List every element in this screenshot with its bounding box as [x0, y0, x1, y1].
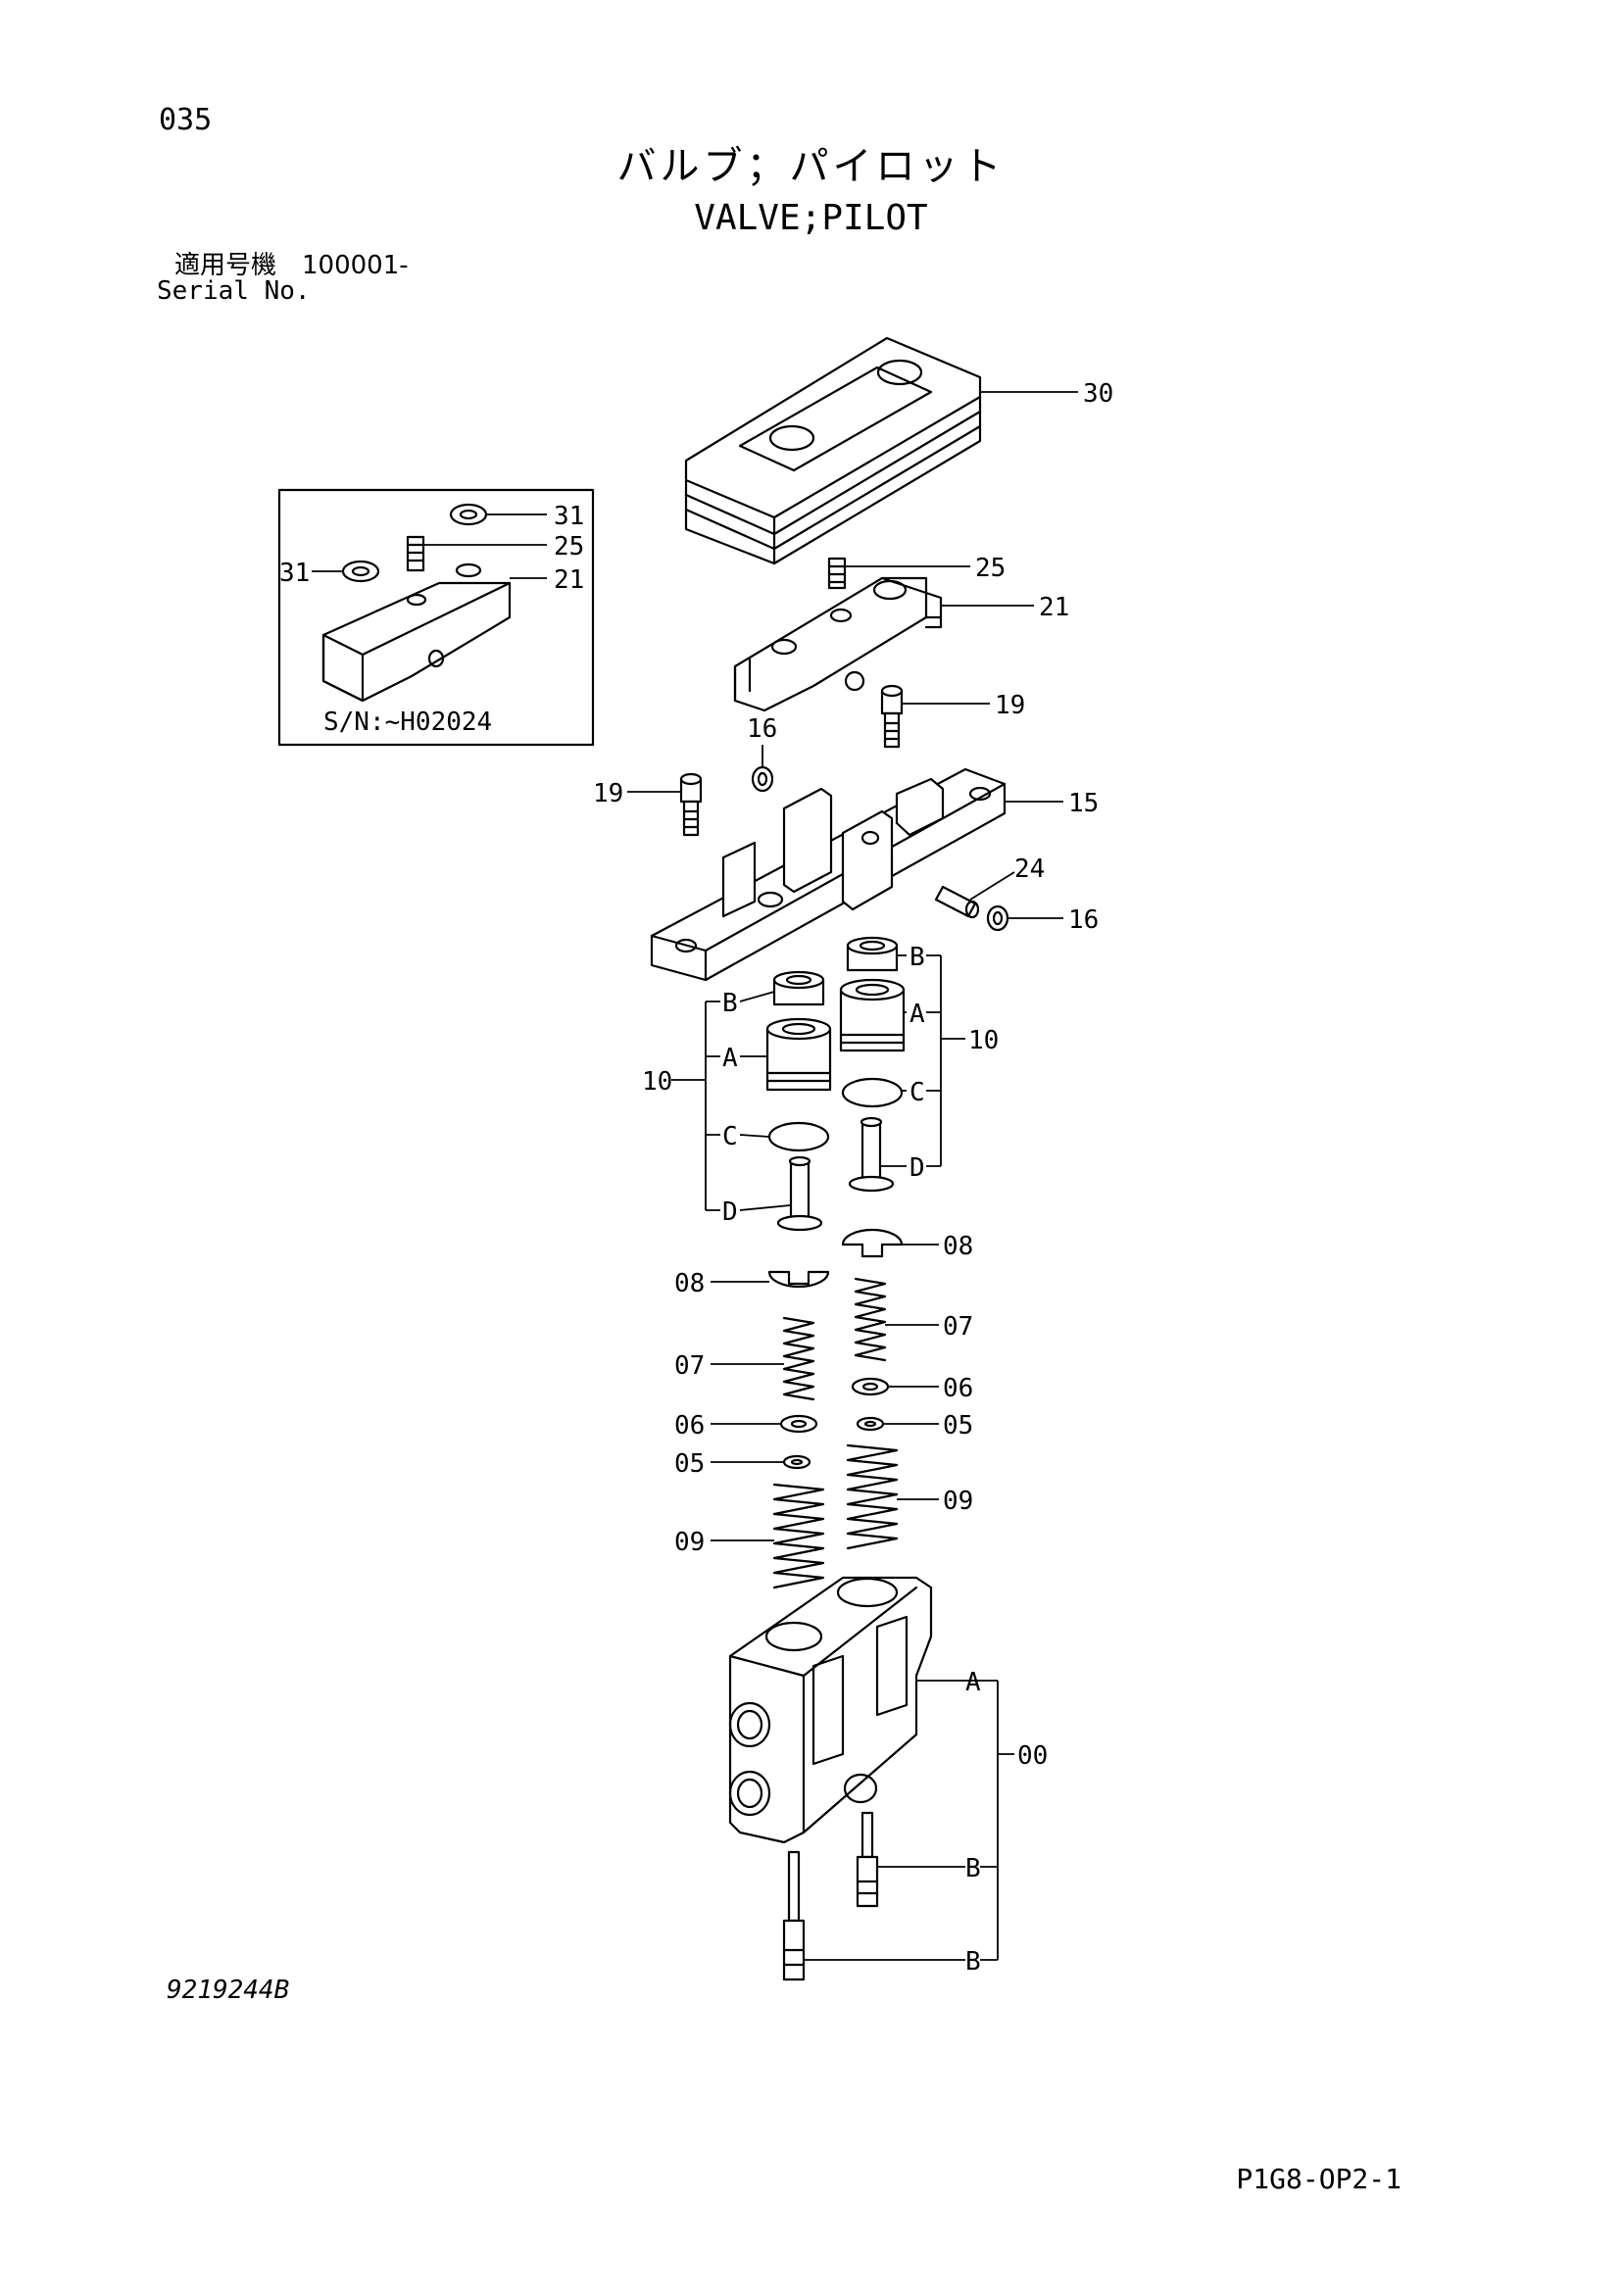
- part-casing: [728, 1576, 1014, 1961]
- callout-09-left: 09: [674, 1528, 705, 1557]
- serial-label-japanese: 適用号機 100001-: [174, 251, 409, 280]
- callout-08-right: 08: [943, 1232, 973, 1261]
- callout-08-left: 08: [674, 1269, 705, 1298]
- part-plug-B-right: [856, 1811, 965, 1908]
- sheet-code: P1G8-OP2-1: [1236, 2163, 1401, 2195]
- callout-10-left: 10: [642, 1067, 672, 1097]
- part-screw-25: [827, 557, 970, 590]
- callout-00: 00: [1017, 1741, 1048, 1771]
- page-title-japanese: バルブ；パイロット: [616, 144, 1006, 189]
- callout-right-A: A: [909, 1000, 925, 1029]
- part-shim-08-right: [841, 1228, 939, 1258]
- callout-left-A: A: [722, 1044, 738, 1073]
- callout-plug-B-1: B: [965, 1854, 981, 1883]
- callout-21: 21: [1039, 593, 1069, 622]
- callout-plug-B-2: B: [965, 1947, 981, 1977]
- callout-05-right: 05: [943, 1411, 973, 1441]
- callout-07-left: 07: [674, 1351, 705, 1381]
- inset-variant-box: 31 25 31 21 S/N:~H02024: [277, 488, 595, 747]
- callout-10-right: 10: [968, 1026, 999, 1055]
- part-washer-06-left: [711, 1414, 818, 1434]
- part-spring-07-left: [711, 1316, 815, 1401]
- callout-15: 15: [1068, 789, 1099, 818]
- inset-callout-31-top: 31: [554, 502, 584, 531]
- callout-07-right: 07: [943, 1312, 973, 1342]
- callout-30: 30: [1083, 379, 1113, 409]
- part-bracket-21: [733, 576, 1034, 712]
- page-number: 035: [159, 103, 213, 137]
- callout-06-left: 06: [674, 1411, 705, 1441]
- callout-16-top: 16: [747, 714, 777, 744]
- callout-25: 25: [975, 554, 1006, 583]
- part-plug-B-left: [782, 1850, 965, 1981]
- callout-19-left: 19: [593, 779, 623, 808]
- callout-left-B: B: [722, 989, 738, 1018]
- part-plate-15: [650, 767, 1063, 982]
- inset-callout-25: 25: [554, 532, 584, 562]
- part-pin-24: [934, 871, 1015, 919]
- part-washer-06-right: [851, 1377, 939, 1396]
- callout-16-right: 16: [1068, 905, 1099, 935]
- drawing-number: 9219244B: [167, 1976, 290, 2005]
- callout-05-left: 05: [674, 1449, 705, 1479]
- callout-06-right: 06: [943, 1374, 973, 1403]
- part-washer-05-right: [856, 1416, 939, 1432]
- callout-right-C: C: [909, 1078, 925, 1107]
- serial-label: Serial No.: [157, 276, 311, 306]
- callout-right-D: D: [909, 1153, 925, 1183]
- part-capscrew-19-right: [880, 684, 990, 749]
- part-seal-16-right: [986, 904, 1063, 932]
- callout-19-right: 19: [995, 691, 1025, 720]
- part-pushrod-assembly-left: [671, 970, 832, 1232]
- part-seal-16-top: [751, 745, 774, 793]
- part-shim-08-left: [711, 1270, 830, 1289]
- callout-left-C: C: [722, 1122, 738, 1151]
- page-title: VALVE;PILOT: [694, 198, 928, 238]
- part-pushrod-assembly-right: [839, 936, 965, 1193]
- callout-24: 24: [1014, 855, 1045, 884]
- callout-left-D: D: [722, 1197, 738, 1227]
- part-spring-09-left: [711, 1483, 825, 1589]
- part-washer-05-left: [711, 1454, 811, 1470]
- inset-callout-31-left: 31: [279, 559, 310, 588]
- callout-right-B: B: [909, 943, 925, 972]
- inset-callout-21: 21: [554, 565, 584, 595]
- part-spring-09-right: [846, 1443, 939, 1550]
- part-boot: [684, 336, 1078, 565]
- inset-serial-note: S/N:~H02024: [323, 708, 492, 737]
- part-capscrew-19-left: [627, 772, 703, 837]
- callout-casing-A: A: [965, 1668, 981, 1697]
- part-spring-07-right: [854, 1277, 939, 1362]
- callout-09-right: 09: [943, 1487, 973, 1516]
